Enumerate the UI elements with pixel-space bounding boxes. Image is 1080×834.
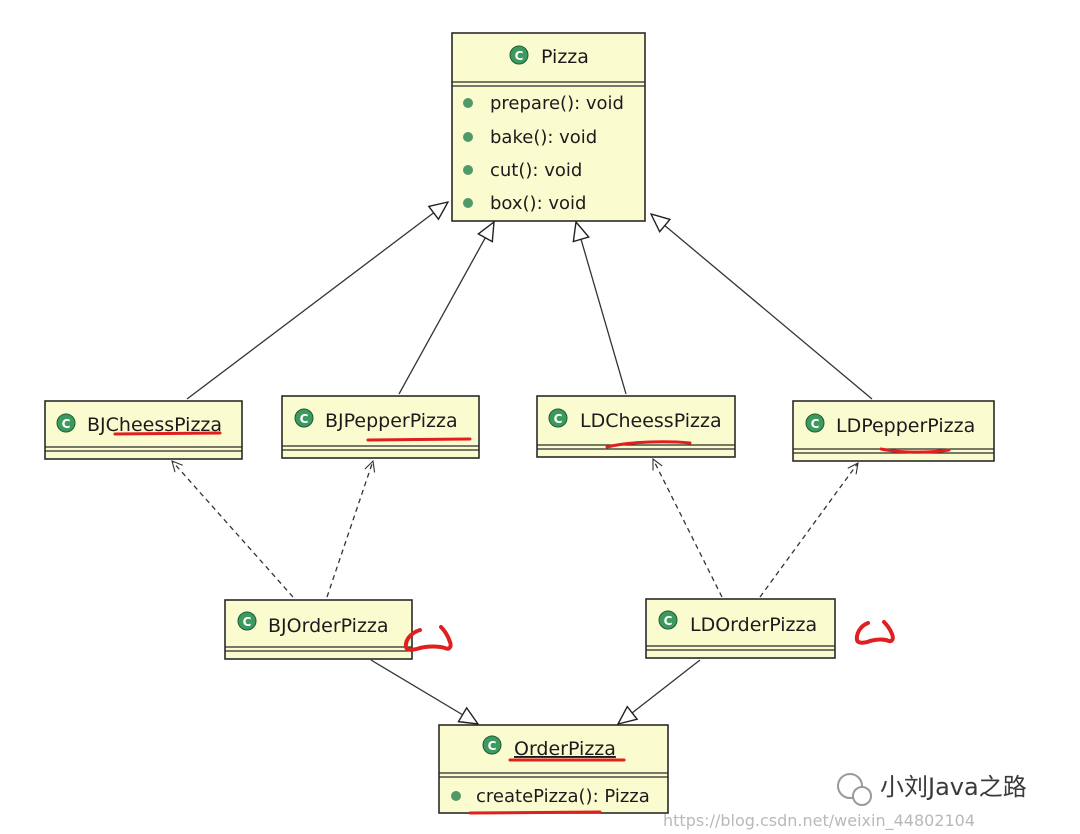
class-name: LDCheessPizza [580,410,722,432]
underline-ldpepper [879,447,951,454]
generalization-ldorder-to-orderpizza [618,659,701,724]
svg-text:C: C [243,615,252,629]
class-icon: C [56,413,76,433]
class-icon: C [482,735,502,755]
svg-text:C: C [488,739,497,753]
generalization-bjpepper-to-pizza [398,222,494,395]
class-icon: C [548,408,568,428]
class-bjpepperpizza[interactable]: C BJPepperPizza [281,395,480,459]
method-icon [463,132,473,142]
class-orderpizza[interactable]: C OrderPizza createPizza(): Pizza [438,724,669,814]
method-icon [463,198,473,208]
underline-createpizza [468,810,602,815]
class-bjorderpizza[interactable]: C BJOrderPizza [224,599,413,660]
method-box: box(): void [490,193,586,214]
class-name: BJCheessPizza [87,414,222,436]
dependency-bjorder-to-bjcheess [172,461,294,598]
dependency-bjorder-to-bjpepper [326,461,373,598]
dependency-ldorder-to-ldpepper [759,463,858,598]
class-name: Pizza [541,46,589,68]
method-prepare: prepare(): void [490,93,624,114]
dependency-ldorder-to-ldcheess [652,459,723,598]
method-icon [463,98,473,108]
class-pizza[interactable]: C Pizza prepare(): void bake(): void cut… [451,32,646,222]
brand-logo-icon [837,773,872,806]
class-ldorderpizza[interactable]: C LDOrderPizza [645,598,836,659]
svg-text:C: C [62,417,71,431]
svg-text:C: C [664,614,673,628]
svg-text:C: C [554,412,563,426]
class-icon: C [509,45,529,65]
method-icon [463,165,473,175]
class-bjcheesspizza[interactable]: C BJCheessPizza [44,400,243,460]
relationship-lines [172,202,873,724]
class-name: BJOrderPizza [268,615,389,637]
generalization-ldcheess-to-pizza [576,222,627,395]
underline-bjcheess [113,431,222,436]
class-icon: C [658,610,678,630]
method-createpizza: createPizza(): Pizza [476,786,650,807]
watermark-url: https://blog.csdn.net/weixin_44802104 [663,811,975,831]
method-bake: bake(): void [490,127,597,148]
class-name: LDPepperPizza [836,415,975,437]
annotation-mark-bj [403,625,453,652]
class-icon: C [294,408,314,428]
class-name: OrderPizza [514,738,616,760]
red-annotations [113,431,951,815]
svg-text:C: C [300,412,309,426]
annotation-mark-ld [854,620,895,645]
generalization-bjcheess-to-pizza [186,202,448,400]
class-name: LDOrderPizza [690,614,817,636]
class-icon: C [805,413,825,433]
class-icon: C [237,611,257,631]
generalization-ldpepper-to-pizza [651,214,873,400]
underline-bjpepper [366,437,472,442]
svg-text:C: C [515,49,524,63]
class-name: BJPepperPizza [325,410,458,432]
brand-text: 小刘Java之路 [880,773,1027,801]
generalization-bjorder-to-orderpizza [370,659,478,724]
underline-ldcheess [605,440,692,449]
method-icon [451,791,461,801]
method-cut: cut(): void [490,160,582,181]
class-ldcheesspizza[interactable]: C LDCheessPizza [536,395,736,458]
svg-text:C: C [811,417,820,431]
